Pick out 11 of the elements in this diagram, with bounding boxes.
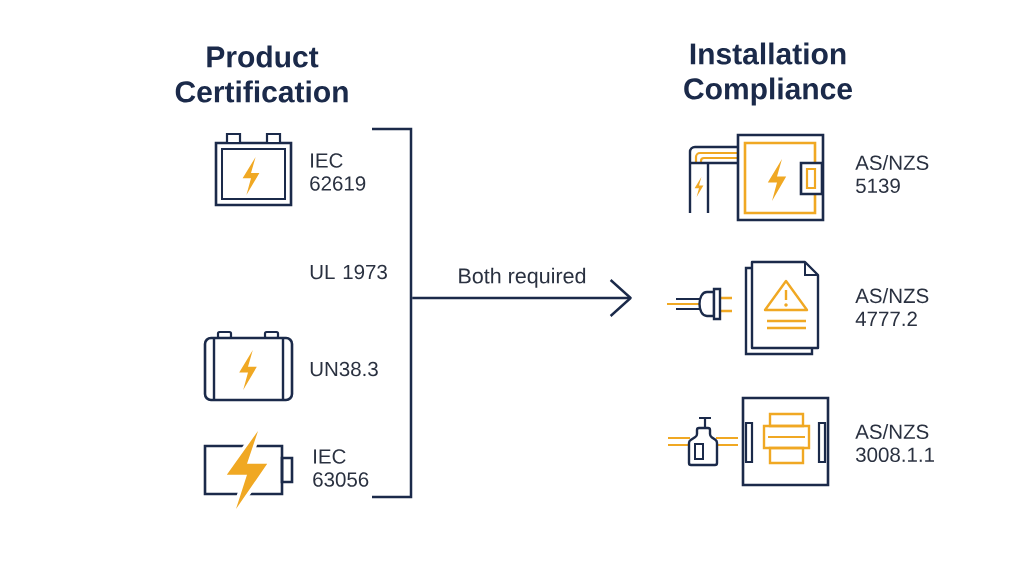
standard-label: AS/NZS 4777.2 (855, 288, 929, 326)
standard-label: UN38.3 (310, 361, 378, 377)
standard-label: AS/NZS 5139 (855, 154, 929, 194)
standard-label: AS/NZS 3008.1.1 (855, 423, 934, 462)
standard-label: IEC 63056 (313, 449, 369, 487)
column-heading: Installation Compliance (684, 42, 852, 106)
standard-label: UL 1973 (310, 264, 387, 280)
standard-label: IEC 62619 (310, 153, 366, 191)
column-heading: Product Certification (175, 45, 348, 103)
arrow (412, 279, 632, 317)
edge-label: Both required (455, 265, 589, 290)
